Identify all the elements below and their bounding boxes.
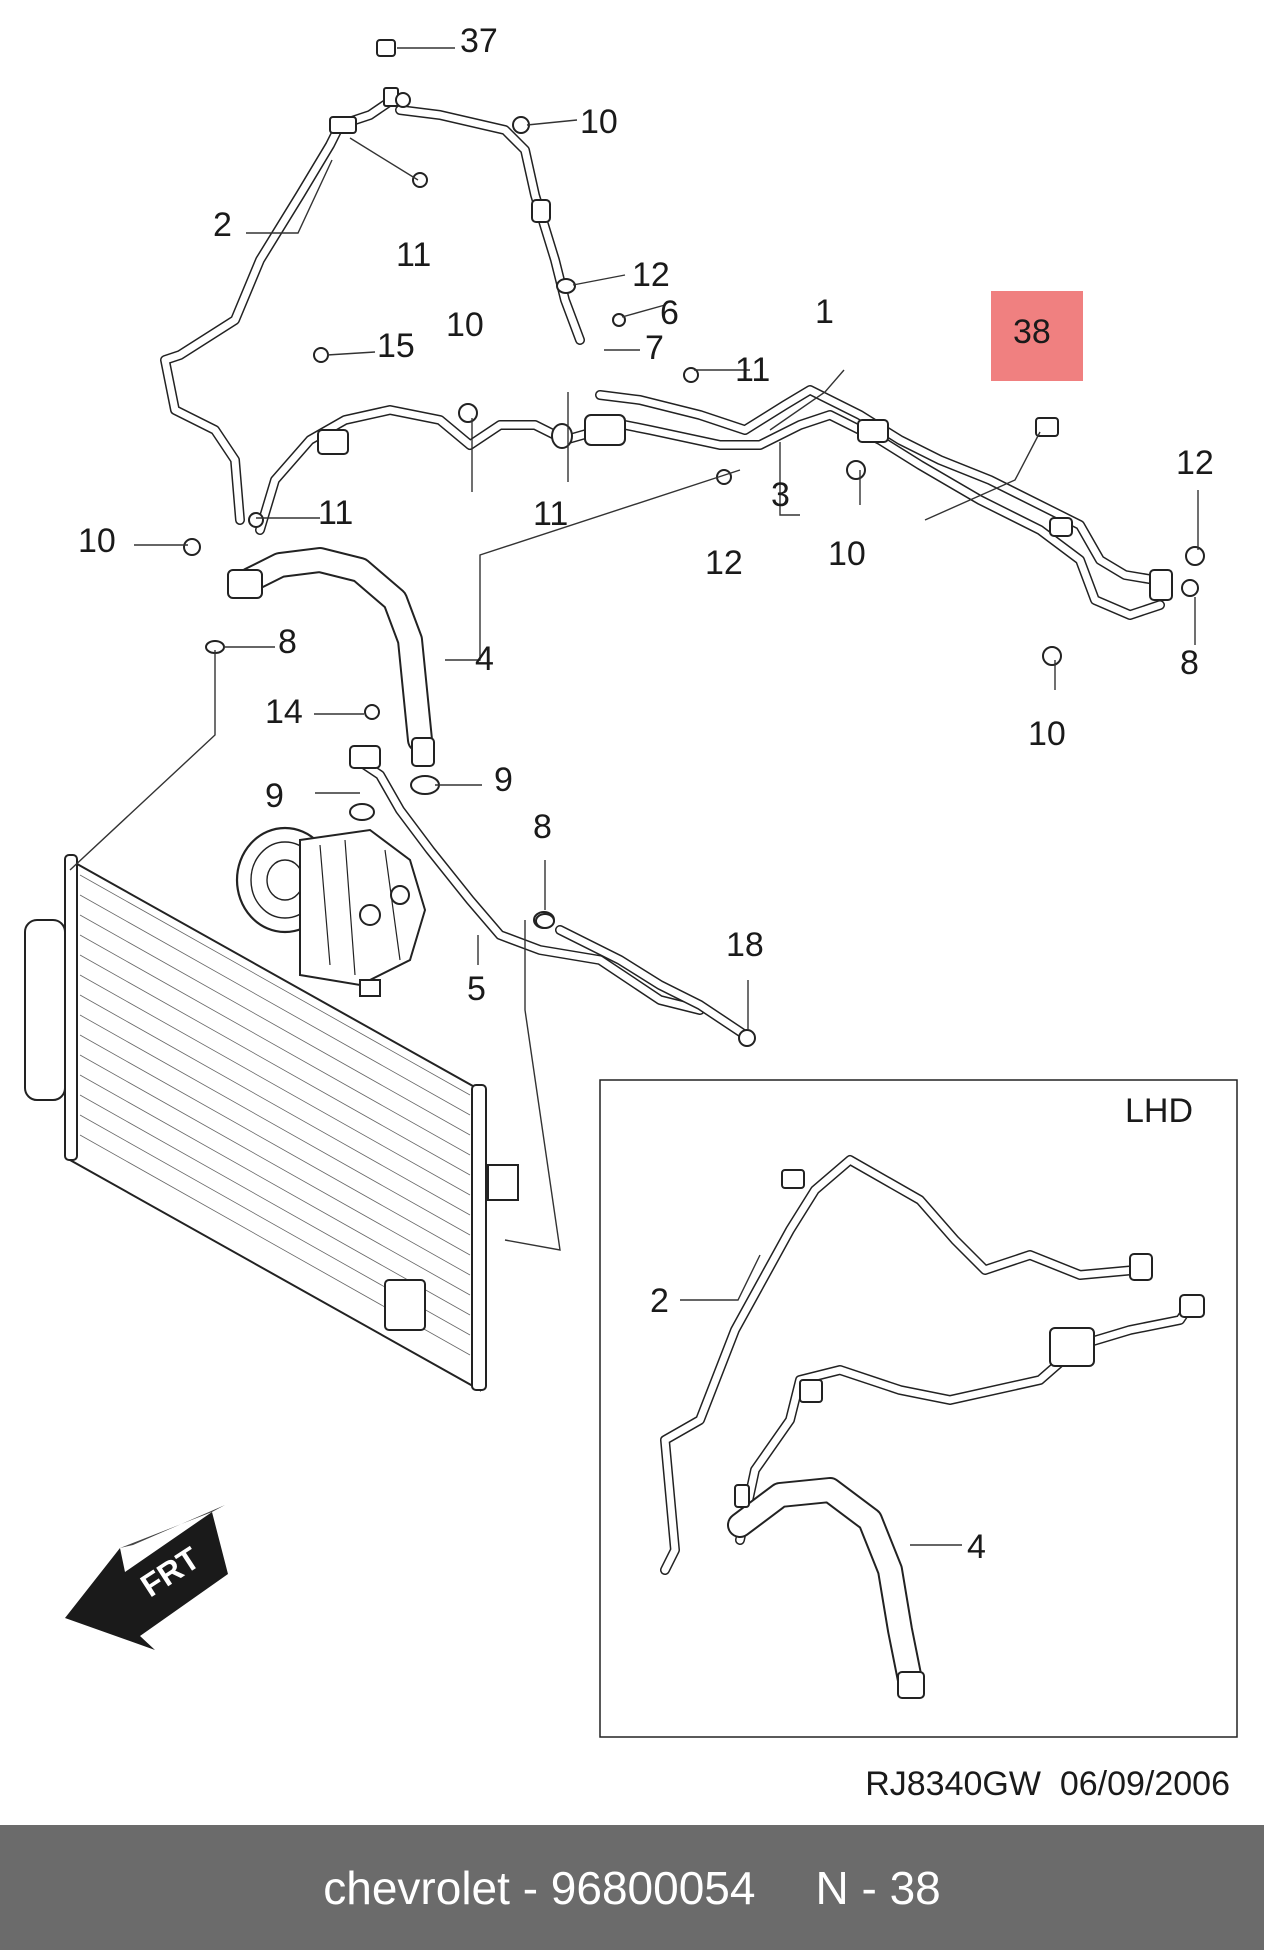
compressor	[235, 826, 427, 997]
callout-8: 8	[278, 623, 297, 661]
footer-reference: N - 38	[815, 1861, 941, 1914]
callout-11: 12	[705, 544, 743, 582]
pipe-upper-right	[395, 105, 585, 345]
callout-2: 2	[213, 206, 232, 244]
inset-callout-2: 2	[650, 1282, 669, 1320]
callout-6: 6	[660, 294, 679, 332]
callout-10: 10	[446, 306, 484, 344]
footer-part-number: chevrolet - 96800054	[323, 1861, 756, 1914]
callout-11: 11	[735, 351, 770, 389]
callout-5: 5	[467, 970, 486, 1008]
callout-14: 14	[265, 693, 303, 731]
callout-12: 12	[632, 256, 670, 294]
callout-10: 10	[78, 522, 116, 560]
pipe-2	[160, 39, 399, 525]
pipe-1-and-3	[595, 385, 1173, 620]
lhd-inset: LHD 2 4	[599, 1079, 1238, 1738]
callout-8: 8	[1180, 644, 1199, 682]
callout-10: 10	[828, 535, 866, 573]
callout-9: 9	[265, 777, 284, 815]
line-18	[533, 911, 756, 1047]
callouts: 37 10 2 11 12 6 1 38 10 15 7 11 12 3 10 …	[78, 22, 1214, 1008]
callout-7: 7	[645, 329, 664, 367]
callout-18: 18	[726, 926, 764, 964]
callout-37: 37	[460, 22, 498, 60]
front-direction-arrow: FRT	[65, 1505, 228, 1650]
part-38	[1035, 417, 1059, 437]
callout-9: 9	[494, 761, 513, 799]
callout-38: 38	[1013, 313, 1051, 351]
callout-15: 15	[377, 327, 415, 365]
callout-11: 11	[396, 236, 431, 274]
drawing-reference: RJ8340GW 06/09/2006	[865, 1765, 1230, 1803]
footer-bar: chevrolet - 96800054 N - 38	[0, 1825, 1264, 1950]
leader-lines	[69, 47, 1199, 1251]
callout-12: 11	[533, 495, 568, 533]
ac-system-diagram: 37 10 2 11 12 6 1 38 10 15 7 11 12 3 10 …	[24, 22, 1238, 1738]
callout-4: 4	[475, 640, 494, 678]
callout-8: 8	[533, 808, 552, 846]
inset-title: LHD	[1125, 1092, 1193, 1130]
highlight-38	[991, 291, 1083, 381]
receiver-drier	[24, 919, 66, 1101]
pipe-middle	[255, 405, 626, 535]
condenser	[24, 854, 519, 1392]
inset-callout-4: 4	[967, 1528, 986, 1566]
callout-1: 1	[815, 293, 834, 331]
cap-37	[376, 39, 396, 57]
hose-4	[227, 547, 435, 767]
callout-10: 10	[1028, 715, 1066, 753]
callout-10: 10	[580, 103, 618, 141]
callout-11: 11	[318, 494, 353, 532]
pipe-5	[349, 745, 705, 1015]
callout-3: 3	[771, 476, 790, 514]
callout-12: 12	[1176, 444, 1214, 482]
